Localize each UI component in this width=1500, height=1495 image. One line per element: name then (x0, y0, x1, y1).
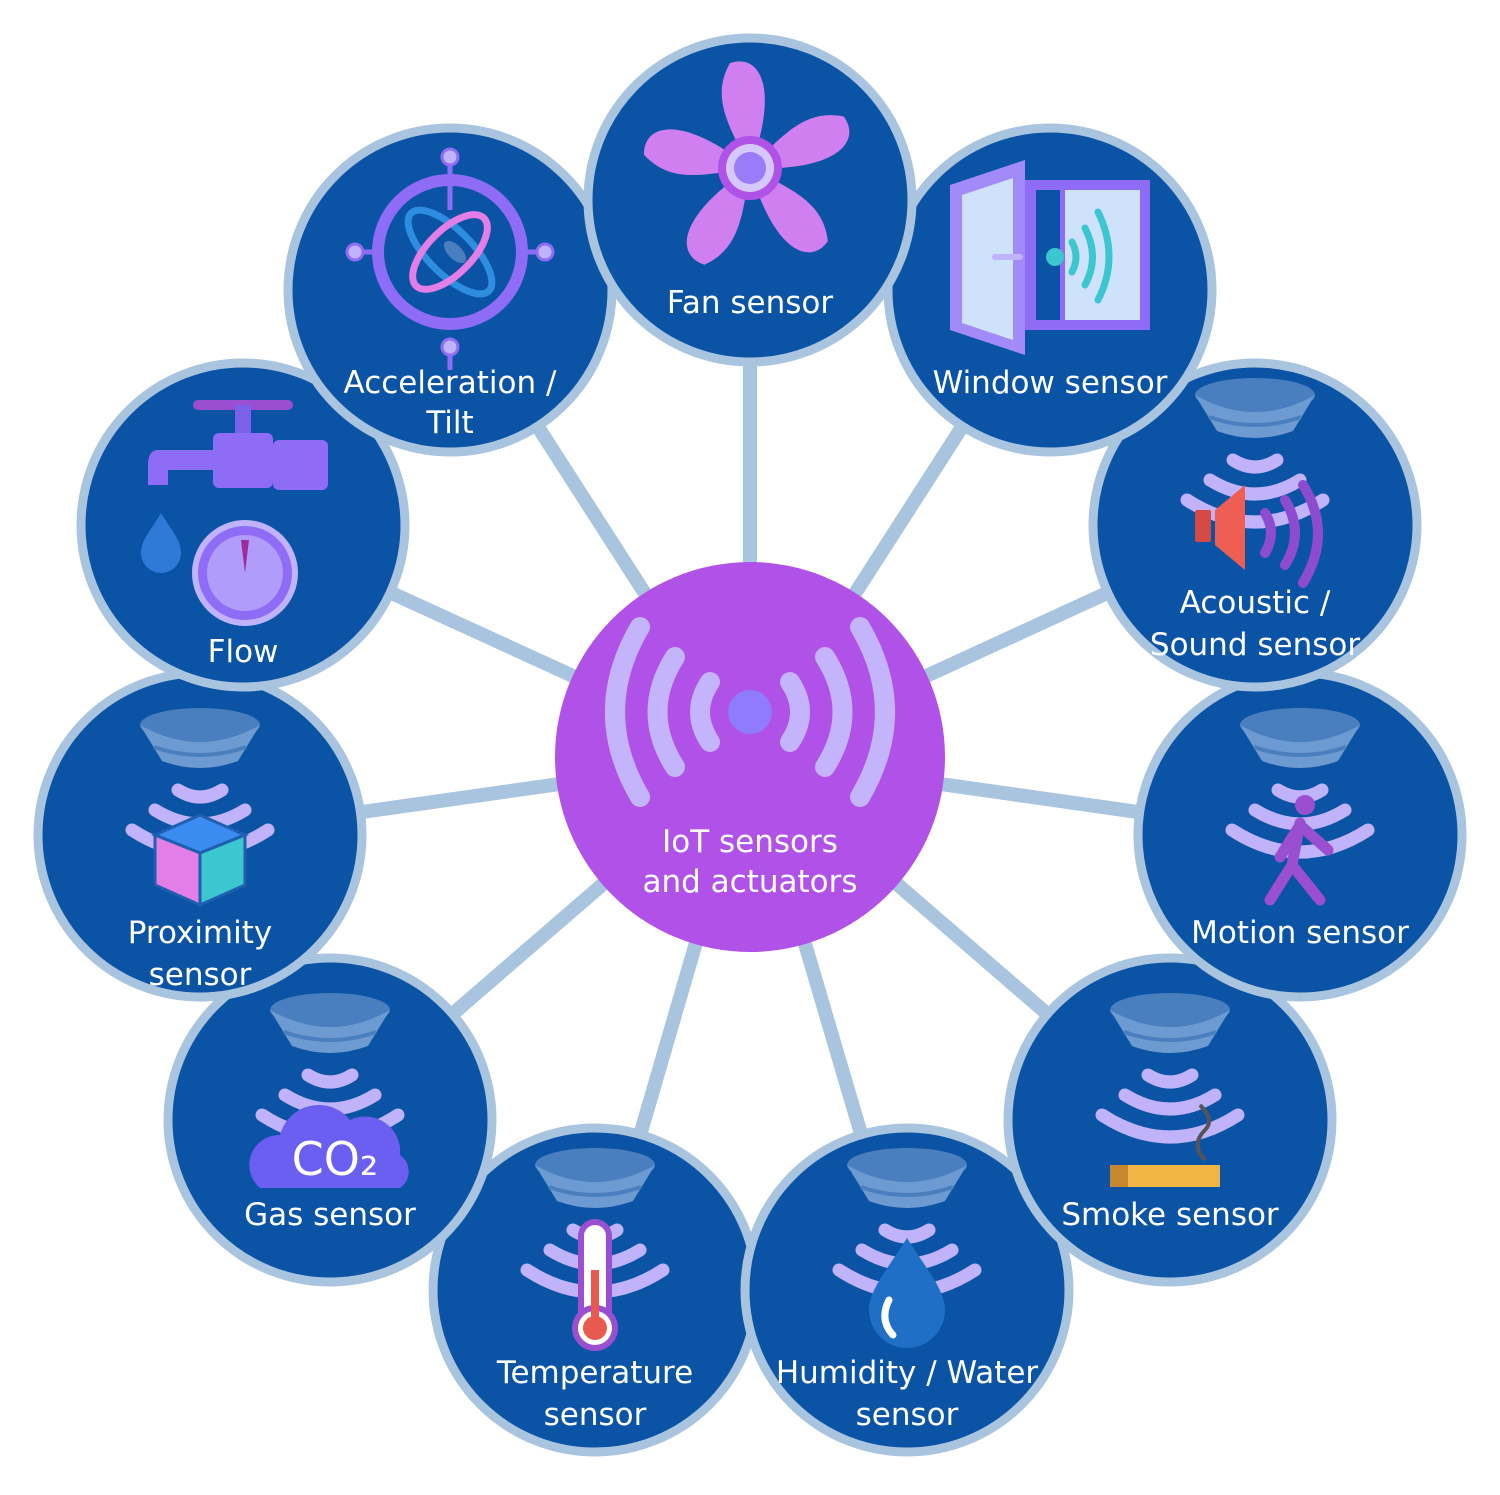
label-line1: Acceleration / (344, 365, 557, 401)
node-proximity-sensor[interactable]: Proximity sensor (33, 668, 367, 1002)
node-humidity-sensor[interactable]: Humidity / Water sensor (740, 1123, 1074, 1457)
label-line2: Sound sensor (1150, 627, 1360, 663)
label-line1: Smoke sensor (1061, 1197, 1279, 1233)
label-line1: Acoustic / (1180, 585, 1331, 621)
cigarette-icon (1110, 1103, 1220, 1187)
label-line1: Window sensor (933, 365, 1168, 401)
node-acceleration-sensor[interactable]: Acceleration / Tilt (283, 123, 617, 457)
label-line1: Flow (208, 634, 279, 670)
center-label-line1: IoT sensors (662, 824, 838, 860)
faucet-gauge-icon (141, 400, 328, 626)
cube-icon (151, 813, 249, 908)
wireless-signal-icon (605, 617, 895, 807)
label-line2: sensor (544, 1397, 647, 1433)
label-line1: Gas sensor (244, 1197, 416, 1233)
node-smoke-sensor[interactable]: Smoke sensor (1003, 953, 1337, 1287)
label-line1: Temperature (496, 1355, 693, 1391)
node-acoustic-sensor[interactable]: Acoustic / Sound sensor (1088, 358, 1422, 692)
node-temperature-sensor[interactable]: Temperature sensor (428, 1123, 762, 1457)
label-line1: Proximity (128, 915, 273, 951)
gyroscope-icon (345, 147, 555, 370)
center-label-line2: and actuators (642, 864, 857, 900)
center-node-iot[interactable]: IoT sensors and actuators (555, 562, 945, 952)
co2-cloud-icon: CO₂ (249, 1104, 409, 1188)
label-line2: sensor (149, 957, 252, 993)
speaker-icon (1195, 480, 1323, 588)
thermometer-icon (572, 1219, 618, 1351)
node-window-sensor[interactable]: Window sensor (883, 123, 1217, 457)
window-icon (950, 160, 1150, 355)
label-line1: Humidity / Water (776, 1355, 1039, 1391)
node-flow-sensor[interactable]: Flow (76, 358, 410, 692)
label-line1: Fan sensor (667, 285, 833, 321)
svg-text:CO₂: CO₂ (292, 1132, 379, 1186)
label-line2: sensor (856, 1397, 959, 1433)
label-line1: Motion sensor (1191, 915, 1409, 951)
walking-person-icon (1264, 795, 1334, 906)
fan-icon (643, 61, 850, 265)
node-motion-sensor[interactable]: Motion sensor (1133, 668, 1467, 1002)
label-line2: Tilt (425, 405, 473, 441)
node-gas-sensor[interactable]: CO₂ Gas sensor (163, 953, 497, 1287)
water-drop-icon (869, 1238, 945, 1348)
node-fan-sensor[interactable]: Fan sensor (583, 33, 917, 367)
